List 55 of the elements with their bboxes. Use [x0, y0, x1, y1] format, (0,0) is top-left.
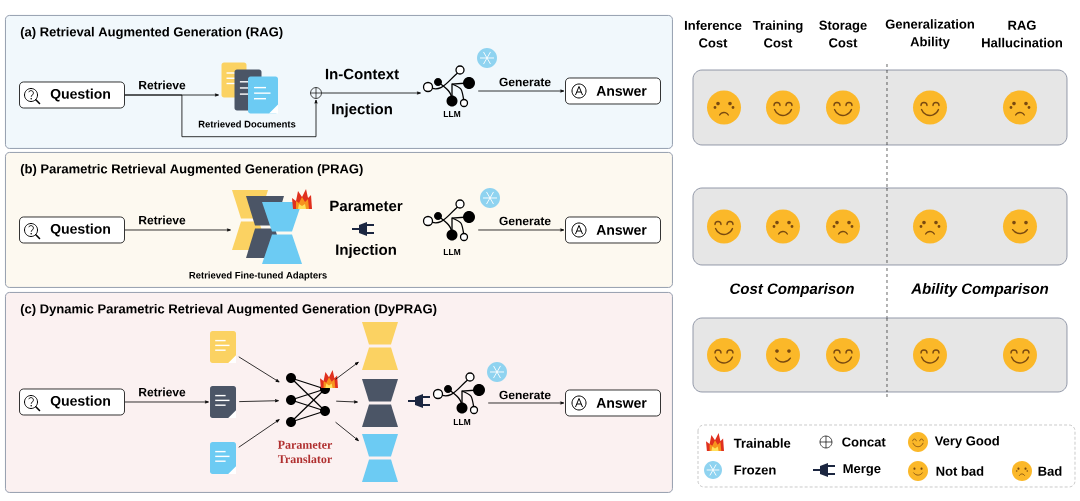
question-box: Question — [19, 388, 125, 416]
legend-label: Bad — [1038, 466, 1062, 476]
annotation: Injection — [336, 244, 396, 258]
edge-label: In-Context Injection — [325, 68, 399, 118]
arrow — [124, 94, 318, 138]
arrow — [238, 356, 280, 383]
group-label: Cost Comparison — [730, 283, 854, 297]
column-header: Storage Cost — [819, 20, 867, 48]
adapter-icon — [362, 434, 398, 482]
model-label: LLM — [453, 419, 471, 425]
answer-box: Answer — [565, 77, 661, 105]
annotation: Parameter — [330, 200, 403, 212]
arrow — [477, 89, 565, 93]
answer-box: Answer — [565, 389, 661, 417]
legend-label: Frozen — [734, 465, 776, 475]
legend-label: Merge — [843, 464, 881, 476]
group-label: Ability Comparison — [910, 283, 1049, 297]
document-icon — [210, 386, 236, 418]
model-label: LLM — [443, 249, 461, 255]
legend-label: Not bad — [936, 466, 984, 476]
edge-label: Retrieve — [139, 387, 186, 397]
question-box: Question — [19, 216, 125, 244]
legend-label: Concat — [842, 437, 886, 447]
column-header: Training Cost — [752, 20, 803, 48]
arrow — [487, 401, 565, 405]
arrow — [124, 400, 209, 404]
adapter-icon — [362, 322, 398, 370]
node-label: Retrieved Fine-tuned Adapters — [189, 271, 327, 281]
arrow — [321, 91, 421, 95]
edge-label: Retrieve — [139, 215, 186, 225]
arrow — [335, 361, 359, 380]
legend-label: Very Good — [934, 435, 999, 449]
arrow — [238, 399, 279, 403]
arrow — [335, 421, 359, 442]
arrow — [124, 228, 231, 232]
document-icon — [210, 331, 236, 363]
edge-label: Retrieve — [139, 80, 186, 90]
column-header: Inference Cost — [684, 20, 742, 48]
document-icon — [210, 442, 236, 474]
column-header: Generalization Ability — [885, 19, 974, 49]
node-label: Parameter Translator — [277, 440, 333, 464]
arrow — [335, 400, 358, 404]
legend-label: Trainable — [733, 438, 791, 448]
arrow — [477, 228, 565, 232]
edge-label: Generate — [499, 77, 551, 87]
concat-icon — [310, 87, 322, 99]
question-box: Question — [19, 81, 125, 109]
model-label: LLM — [443, 111, 461, 117]
node-label: Retrieved Documents — [198, 120, 296, 128]
edge-label: Generate — [499, 390, 551, 400]
column-header: RAG Hallucination — [982, 20, 1062, 48]
answer-box: Answer — [565, 216, 661, 244]
edge-label: Generate — [499, 216, 551, 226]
arrow — [238, 419, 280, 448]
adapter-icon — [362, 379, 398, 427]
